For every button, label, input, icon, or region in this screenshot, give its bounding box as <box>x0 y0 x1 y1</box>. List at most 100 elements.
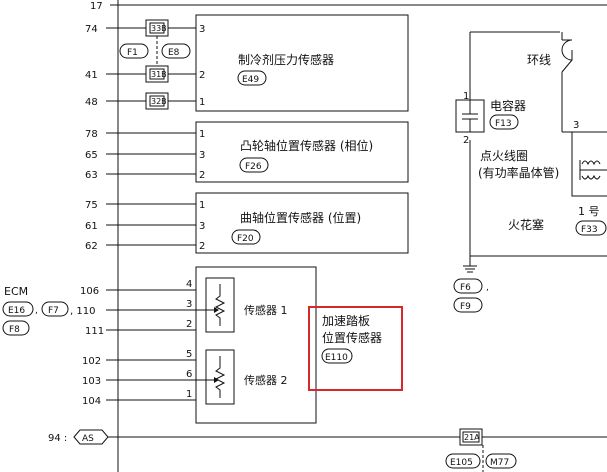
ecm-pin-110: , 110 <box>70 306 95 317</box>
accel-s2-pin-6: 6 <box>186 369 192 380</box>
cam-pin-3: 3 <box>199 150 205 161</box>
ecm-pin-41: 41 <box>85 70 98 81</box>
ground-code-f9: F9 <box>460 302 471 312</box>
crank-pin-3: 3 <box>199 221 205 232</box>
ecm-pin-75: 75 <box>85 200 98 211</box>
joint-code-e105-box <box>445 453 481 469</box>
ecm-pin-74: 74 <box>85 24 98 35</box>
ecm-label-group: ECM E16 , F7 F8 <box>2 285 69 336</box>
sensor-1-arrow-icon <box>214 307 219 313</box>
ecm-code-f8: F8 <box>9 325 20 335</box>
joint-21a-label: 21A <box>464 433 480 442</box>
coil-label-line1: 点火线圈 <box>480 149 528 163</box>
ecm-pin-104: 104 <box>82 396 101 407</box>
joint-code-e8: E8 <box>168 48 180 58</box>
crankshaft-position-sensor: 曲轴位置传感器 (位置) F20 75 61 62 1 3 2 <box>85 192 409 254</box>
loop-icon <box>561 39 573 61</box>
crank-sensor-name: 曲轴位置传感器 (位置) <box>240 210 361 225</box>
joint-code-f1-box <box>119 43 149 59</box>
accel-s1-pin-4: 4 <box>186 279 192 290</box>
accel-pedal-code: E110 <box>325 353 348 363</box>
coil-winding-bottom-icon <box>581 174 601 180</box>
joint-code-m77-box <box>485 453 517 469</box>
accel-s2-pin-5: 5 <box>186 349 192 360</box>
ecm-code-f7-box <box>41 301 69 317</box>
joint-21a-inner <box>462 431 480 443</box>
connector-as-label: AS <box>82 434 94 444</box>
joint-33b-label: 33B <box>151 24 167 33</box>
capacitor-code-box <box>489 114 519 130</box>
bottom-connector: 94 : AS 21A E105 M77 <box>48 428 607 472</box>
accel-s2-pin-1: 1 <box>186 389 192 400</box>
sensor-2-name: 传感器 2 <box>244 374 288 387</box>
highlight-box <box>308 306 403 391</box>
joint-connector-32b: 32B <box>145 92 169 110</box>
sensor-2-arrow-icon <box>214 377 219 383</box>
refrigerant-sensor-code: E49 <box>242 75 259 85</box>
ecm-pin-102: 102 <box>82 356 101 367</box>
accel-pedal-code-box <box>321 348 353 364</box>
ecm-pin-61: 61 <box>85 221 98 232</box>
refrigerant-sensor-name: 制冷剂压力传感器 <box>238 52 334 67</box>
joint-code-m77: M77 <box>490 458 509 468</box>
capacitor-pin-2: 2 <box>463 135 469 146</box>
refrigerant-sensor-box <box>195 14 409 112</box>
sensor-1-name: 传感器 1 <box>244 304 288 317</box>
ecm-label: ECM <box>4 285 28 298</box>
ecm-code-f8-box <box>2 320 30 336</box>
ignition-section: 环线 1 2 电容器 F13 3 点火线圈 (有功率晶体管) 火花塞 1 号 F… <box>453 31 607 313</box>
refrigerant-pin-1: 1 <box>199 97 205 108</box>
accelerator-pedal-sensor: 106 , 110 111 4 3 2 传感器 1 102 103 104 5 … <box>70 266 403 424</box>
joint-code-f1: F1 <box>127 48 138 58</box>
joint-connector-31b: 31B <box>145 65 169 83</box>
refrigerant-pressure-sensor: 制冷剂压力传感器 E49 74 41 48 3 2 1 33B 31B 32B <box>85 14 409 112</box>
spark-plug-code-box <box>575 220 607 236</box>
accel-s1-pin-3: 3 <box>186 299 192 310</box>
cam-sensor-code-box <box>239 157 269 173</box>
accel-pedal-name-line1: 加速踏板 <box>322 314 370 328</box>
ecm-pin-111: 111 <box>85 326 104 337</box>
cam-sensor-code: F26 <box>245 162 262 172</box>
ecm-code-sep: , <box>35 306 38 316</box>
coil-pin-3: 3 <box>573 120 579 131</box>
accel-s1-pin-2: 2 <box>186 319 192 330</box>
crank-pin-1: 1 <box>199 200 205 211</box>
ecm-pin-106: 106 <box>80 286 99 297</box>
sensor-1-resistor-icon <box>214 284 226 326</box>
wire-17-label: 17 <box>90 1 103 12</box>
crank-sensor-code: F20 <box>237 234 254 244</box>
capacitor-code: F13 <box>495 119 512 129</box>
ground-code-f6: F6 <box>460 283 471 293</box>
cam-pin-1: 1 <box>199 129 205 140</box>
camshaft-position-sensor: 凸轮轴位置传感器 (相位) F26 78 65 63 1 3 2 <box>85 121 409 183</box>
ecm-code-e16-box <box>2 301 34 317</box>
coil-label-line2: (有功率晶体管) <box>478 165 559 180</box>
loop-label: 环线 <box>527 53 551 67</box>
capacitor-pin-1: 1 <box>463 91 469 102</box>
joint-code-e8-box <box>161 43 191 59</box>
ecm-pin-48: 48 <box>85 97 98 108</box>
ground-code-sep: , <box>486 283 489 293</box>
spark-plug-code: F33 <box>581 225 598 235</box>
coil-winding-top-icon <box>581 160 601 166</box>
ecm-pin-62: 62 <box>85 241 98 252</box>
joint-connector-33b: 33B <box>145 19 169 37</box>
bottom-pin-94: 94 : <box>48 433 67 444</box>
joint-32b-label: 32B <box>151 97 167 106</box>
ecm-pin-65: 65 <box>85 150 98 161</box>
cam-pin-2: 2 <box>199 170 205 181</box>
ignition-coil-box <box>571 131 607 197</box>
crank-sensor-code-box <box>231 229 261 245</box>
refrigerant-sensor-code-box <box>237 70 267 86</box>
spark-plug-label: 火花塞 <box>508 217 544 232</box>
crank-sensor-box <box>195 192 409 254</box>
joint-code-e105: E105 <box>450 458 473 468</box>
spark-plug-no1: 1 号 <box>578 205 600 218</box>
accel-pedal-name-line2: 位置传感器 <box>322 330 382 345</box>
ground-code-f6-box <box>453 278 483 294</box>
ground-code-f9-box <box>453 297 483 313</box>
capacitor-label: 电容器 <box>490 98 526 113</box>
refrigerant-pin-2: 2 <box>199 70 205 81</box>
ecm-pin-78: 78 <box>85 129 98 140</box>
